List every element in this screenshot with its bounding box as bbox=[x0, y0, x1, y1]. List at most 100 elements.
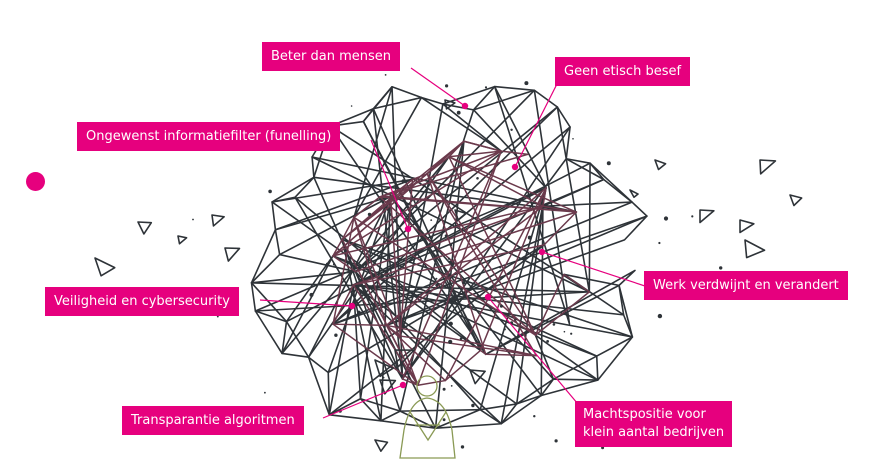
speck bbox=[546, 340, 549, 343]
mesh-edge bbox=[500, 394, 542, 425]
mesh-inner-triangle bbox=[341, 216, 419, 387]
mesh-edge bbox=[329, 414, 381, 422]
speck bbox=[514, 319, 516, 321]
floating-triangle bbox=[394, 349, 415, 368]
speck bbox=[663, 216, 669, 221]
mesh-triangle bbox=[332, 106, 571, 325]
speck bbox=[552, 323, 556, 326]
speck bbox=[380, 274, 384, 278]
speck bbox=[357, 310, 361, 315]
speck bbox=[459, 337, 463, 340]
mesh-inner-triangle bbox=[385, 324, 538, 357]
label-ongewenst-informatiefilter[interactable]: Ongewenst informatiefilter (funelling) bbox=[77, 122, 341, 151]
speck bbox=[462, 281, 466, 285]
mesh-inner-triangle bbox=[332, 140, 502, 257]
callout-line bbox=[514, 79, 560, 168]
mesh-inner-triangle bbox=[352, 211, 578, 286]
speck bbox=[460, 445, 465, 449]
floating-triangle bbox=[469, 369, 486, 385]
mesh-edge bbox=[480, 403, 517, 411]
mesh-inner-triangle bbox=[426, 156, 537, 336]
speck bbox=[448, 339, 453, 344]
floating-triangle bbox=[454, 209, 467, 221]
mesh-edge bbox=[473, 89, 535, 111]
human-figure-icon bbox=[399, 375, 456, 459]
mesh-inner-triangle bbox=[444, 187, 547, 382]
label-machtspositie[interactable]: Machtspositie voor klein aantal bedrijve… bbox=[575, 401, 733, 447]
floating-triangle bbox=[744, 239, 766, 259]
speck bbox=[476, 177, 479, 180]
callout-dot bbox=[404, 225, 412, 233]
mesh-inner-triangle bbox=[448, 156, 578, 213]
mesh-edge bbox=[250, 282, 288, 323]
speck bbox=[524, 81, 529, 86]
speck bbox=[719, 266, 723, 270]
mesh-inner-triangle bbox=[379, 150, 529, 198]
speck bbox=[309, 292, 314, 297]
speck bbox=[384, 74, 387, 76]
mesh-inner-triangle bbox=[341, 173, 429, 241]
callout-dot bbox=[348, 302, 356, 310]
mesh-triangle bbox=[341, 238, 634, 357]
mesh-edge bbox=[400, 408, 481, 412]
speck bbox=[658, 241, 661, 245]
speck bbox=[447, 257, 451, 260]
mesh-edge bbox=[541, 379, 599, 397]
label-beter-dan-mensen[interactable]: Beter dan mensen bbox=[262, 42, 400, 71]
mesh-triangle bbox=[515, 205, 544, 405]
floating-triangle bbox=[699, 209, 715, 224]
speck bbox=[476, 295, 479, 298]
mesh-edge bbox=[516, 378, 554, 405]
floating-triangle bbox=[654, 159, 667, 171]
floating-triangle bbox=[444, 99, 456, 110]
speck bbox=[450, 262, 455, 267]
mesh-triangle bbox=[294, 176, 404, 380]
callout-dots bbox=[348, 102, 546, 389]
label-transparantie-algoritmen[interactable]: Transparantie algoritmen bbox=[122, 406, 304, 435]
speck bbox=[484, 86, 488, 89]
mesh-edge bbox=[565, 158, 605, 181]
speck bbox=[448, 323, 451, 326]
mesh-edge bbox=[553, 355, 598, 380]
speck bbox=[419, 287, 422, 290]
speck bbox=[456, 110, 461, 115]
mesh-edge bbox=[435, 422, 502, 430]
speck bbox=[268, 189, 272, 194]
floating-triangle bbox=[379, 379, 397, 395]
floating-triangle bbox=[789, 194, 803, 207]
label-werk-verdwijnt[interactable]: Werk verdwijnt en verandert bbox=[644, 271, 848, 300]
polygon-mesh-inner bbox=[332, 140, 591, 387]
callout-dot bbox=[511, 163, 519, 171]
label-veiligheid-cybersecurity[interactable]: Veiligheid en cybersecurity bbox=[45, 287, 239, 316]
floating-triangle bbox=[759, 159, 777, 175]
mesh-triangle bbox=[534, 334, 599, 381]
speck bbox=[499, 304, 503, 308]
speck bbox=[691, 215, 694, 218]
floating-triangle bbox=[374, 359, 394, 378]
speck bbox=[449, 243, 453, 247]
callout-lines bbox=[259, 67, 649, 419]
figure-head bbox=[416, 375, 438, 397]
speck bbox=[572, 138, 574, 140]
mesh-triangle bbox=[327, 244, 545, 416]
speck bbox=[563, 330, 566, 333]
mesh-edge bbox=[373, 96, 422, 110]
mesh-triangle bbox=[359, 195, 392, 422]
speck bbox=[657, 313, 663, 319]
pink-dot-icon bbox=[26, 172, 45, 191]
speck bbox=[527, 235, 532, 240]
speck bbox=[442, 387, 446, 391]
label-geen-etisch-besef[interactable]: Geen etisch besef bbox=[555, 57, 691, 86]
callout-dot bbox=[538, 248, 546, 256]
callout-dot bbox=[484, 293, 492, 301]
label-machtspositie-line2: klein aantal bedrijven bbox=[583, 425, 725, 440]
mesh-edge bbox=[250, 229, 277, 284]
mesh-triangle bbox=[271, 178, 414, 231]
speck bbox=[264, 391, 266, 394]
mesh-inner-triangle bbox=[353, 196, 537, 336]
mesh-edge bbox=[380, 419, 436, 430]
speck bbox=[453, 261, 455, 263]
mesh-triangle bbox=[250, 253, 357, 284]
speck bbox=[367, 212, 372, 217]
